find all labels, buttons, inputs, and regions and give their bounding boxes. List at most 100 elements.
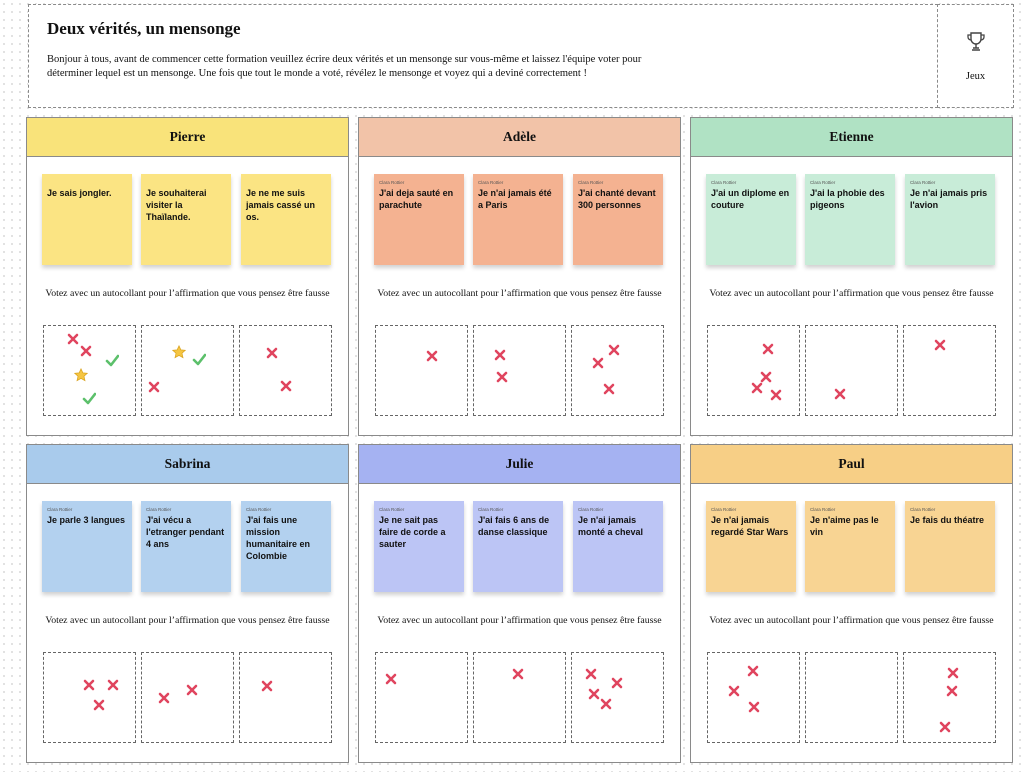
x-mark-icon[interactable] [584, 667, 598, 681]
vote-zone[interactable] [805, 652, 898, 743]
note-author [47, 180, 127, 186]
vote-instruction: Votez avec un autocollant pour l’affirma… [377, 615, 662, 626]
x-mark-icon[interactable] [79, 344, 93, 358]
sticky-note[interactable]: Clara Rottier Je parle 3 langues [42, 501, 132, 592]
x-mark-icon[interactable] [769, 388, 783, 402]
star-icon[interactable] [74, 368, 88, 382]
x-mark-icon[interactable] [157, 691, 171, 705]
vote-zone[interactable] [571, 325, 664, 416]
x-mark-icon[interactable] [147, 380, 161, 394]
vote-zone[interactable] [805, 325, 898, 416]
note-text: J'ai un diplome en couture [711, 188, 790, 210]
x-mark-icon[interactable] [265, 346, 279, 360]
x-mark-icon[interactable] [599, 697, 613, 711]
board-header: Deux vérités, un mensonge Bonjour à tous… [28, 4, 938, 108]
vote-zone[interactable] [43, 325, 136, 416]
x-mark-icon[interactable] [493, 348, 507, 362]
note-author: Clara Rottier [578, 507, 604, 512]
sticky-note[interactable]: Clara Rottier Je ne sait pas faire de cor… [374, 501, 464, 592]
x-mark-icon[interactable] [933, 338, 947, 352]
x-mark-icon[interactable] [727, 684, 741, 698]
x-mark-icon[interactable] [66, 332, 80, 346]
panel-title: Paul [691, 445, 1012, 484]
note-author: Clara Rottier [246, 507, 272, 512]
check-mark-icon[interactable] [192, 352, 206, 366]
sticky-note[interactable]: Je sais jongler. [42, 174, 132, 265]
x-mark-icon[interactable] [511, 667, 525, 681]
x-mark-icon[interactable] [750, 381, 764, 395]
x-mark-icon[interactable] [587, 687, 601, 701]
x-mark-icon[interactable] [746, 664, 760, 678]
x-mark-icon[interactable] [82, 678, 96, 692]
note-text: Je sais jongler. [47, 188, 112, 198]
note-text: J'ai vécu a l'etranger pendant 4 ans [146, 515, 225, 549]
vote-zone[interactable] [239, 652, 332, 743]
note-text: Je ne sait pas faire de corde a sauter [379, 515, 446, 549]
note-text: Je parle 3 langues [47, 515, 126, 525]
note-text: Je n'ai jamais été a Paris [478, 188, 552, 210]
vote-instruction: Votez avec un autocollant pour l’affirma… [709, 288, 994, 299]
x-mark-icon[interactable] [761, 342, 775, 356]
vote-zone[interactable] [239, 325, 332, 416]
vote-zone[interactable] [141, 652, 234, 743]
note-author: Clara Rottier [711, 180, 737, 185]
vote-zone[interactable] [903, 652, 996, 743]
x-mark-icon[interactable] [607, 343, 621, 357]
x-mark-icon[interactable] [759, 370, 773, 384]
vote-zone[interactable] [473, 325, 566, 416]
games-shortcut[interactable]: Jeux [937, 4, 1014, 108]
vote-zone[interactable] [375, 325, 468, 416]
panel-title: Etienne [691, 118, 1012, 157]
vote-zone[interactable] [141, 325, 234, 416]
vote-zone[interactable] [571, 652, 664, 743]
x-mark-icon[interactable] [946, 666, 960, 680]
vote-zone[interactable] [903, 325, 996, 416]
note-author [146, 180, 226, 186]
x-mark-icon[interactable] [384, 672, 398, 686]
x-mark-icon[interactable] [610, 676, 624, 690]
vote-zone[interactable] [707, 652, 800, 743]
x-mark-icon[interactable] [106, 678, 120, 692]
x-mark-icon[interactable] [425, 349, 439, 363]
x-mark-icon[interactable] [279, 379, 293, 393]
check-mark-icon[interactable] [105, 353, 119, 367]
x-mark-icon[interactable] [602, 382, 616, 396]
vote-zone[interactable] [473, 652, 566, 743]
sticky-note[interactable]: Je ne me suis jamais cassé un os. [241, 174, 331, 265]
star-icon[interactable] [172, 345, 186, 359]
vote-zone[interactable] [375, 652, 468, 743]
page-title: Deux vérités, un mensonge [47, 19, 241, 38]
x-mark-icon[interactable] [260, 679, 274, 693]
x-mark-icon[interactable] [185, 683, 199, 697]
note-text: Je n'ai jamais regardé Star Wars [711, 515, 789, 537]
x-mark-icon[interactable] [92, 698, 106, 712]
x-mark-icon[interactable] [591, 356, 605, 370]
x-mark-icon[interactable] [495, 370, 509, 384]
sticky-note[interactable]: Je souhaiterai visiter la Thaïlande. [141, 174, 231, 265]
vote-zone[interactable] [43, 652, 136, 743]
x-mark-icon[interactable] [945, 684, 959, 698]
panel-title: Adèle [359, 118, 680, 157]
x-mark-icon[interactable] [747, 700, 761, 714]
check-mark-icon[interactable] [82, 391, 96, 405]
x-mark-icon[interactable] [833, 387, 847, 401]
vote-zone[interactable] [707, 325, 800, 416]
note-author: Clara Rottier [379, 507, 405, 512]
note-author: Clara Rottier [47, 507, 73, 512]
x-mark-icon[interactable] [938, 720, 952, 734]
